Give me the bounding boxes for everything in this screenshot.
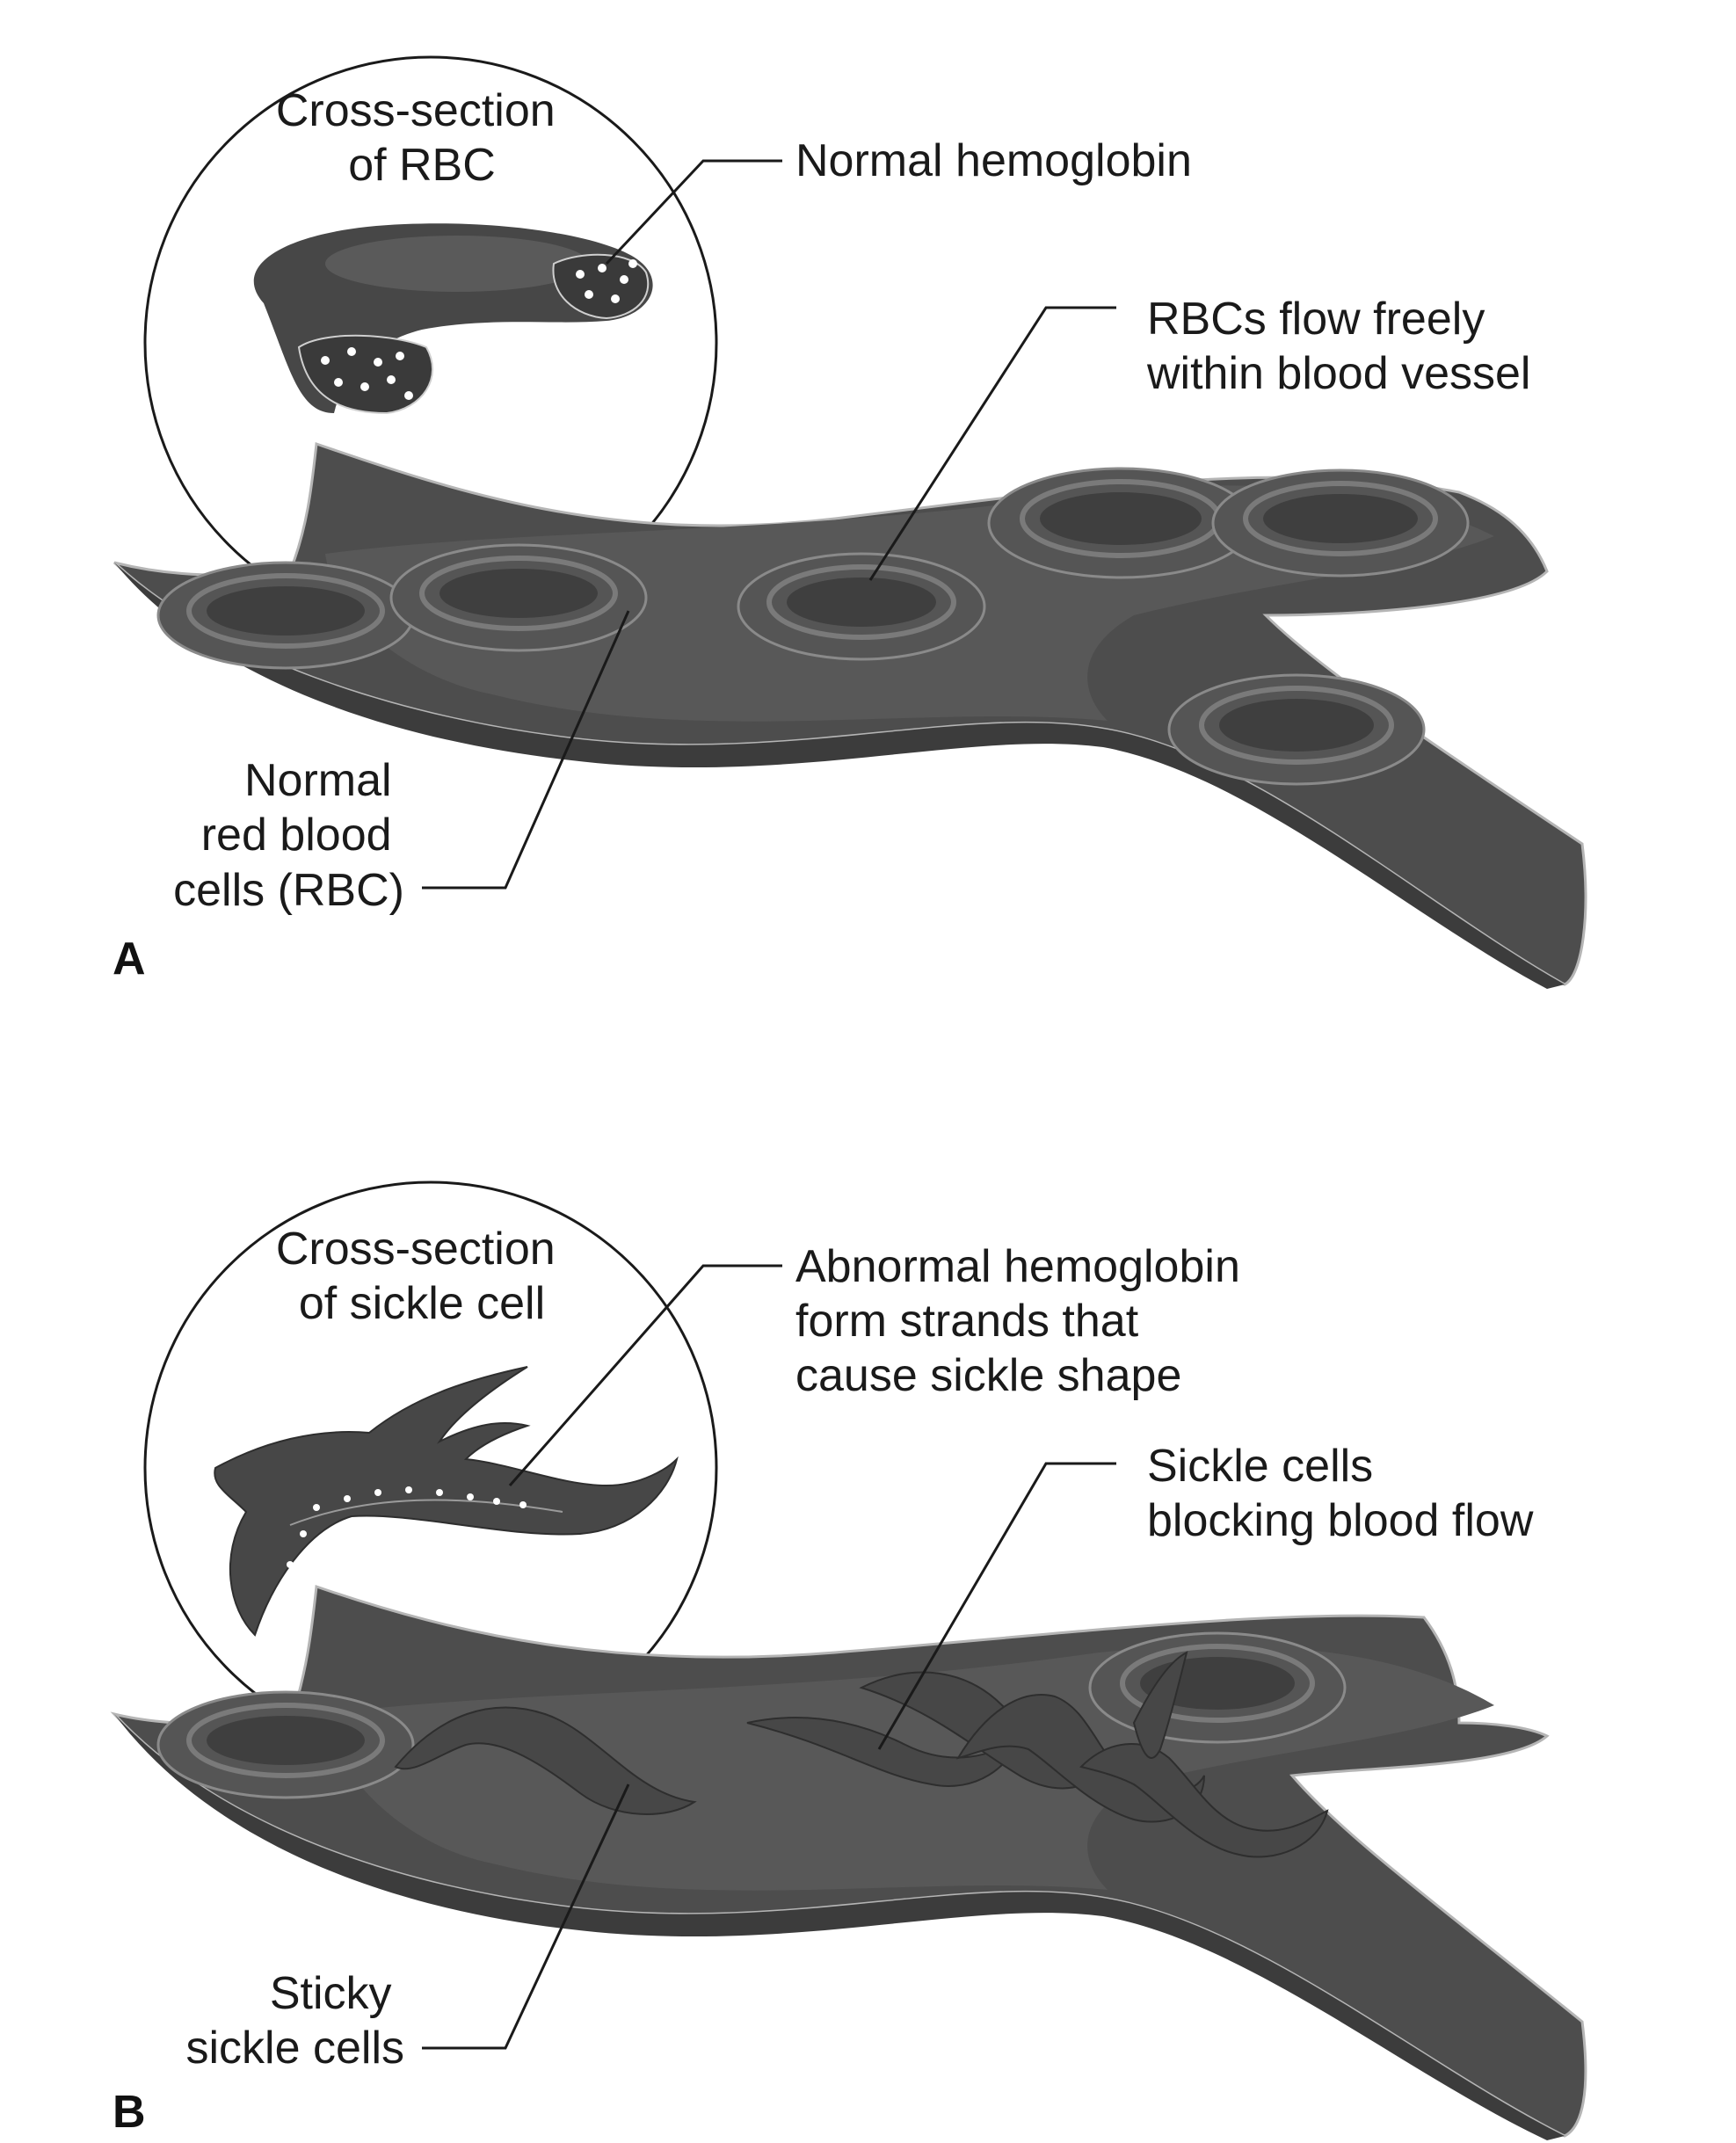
rbc bbox=[737, 552, 986, 661]
label-line: cause sickle shape bbox=[795, 1350, 1181, 1401]
callout-title-line: Cross-section bbox=[276, 1224, 556, 1275]
label-normal-hemoglobin: Normal hemoglobin bbox=[795, 135, 1192, 186]
callout-title-line: of RBC bbox=[348, 140, 496, 191]
callout-title-line: of sickle cell bbox=[299, 1278, 545, 1329]
rbc bbox=[156, 561, 415, 670]
panel-a-rbc-cross-section bbox=[253, 223, 653, 415]
panel-b-letter: B bbox=[113, 2087, 146, 2138]
panel-b: Cross-section of sickle cell Abnormal he… bbox=[110, 1180, 1587, 2140]
label-line: Normal bbox=[244, 755, 392, 806]
abnormal-hemoglobin-strand-dots bbox=[287, 1486, 527, 1568]
rbc bbox=[1167, 673, 1426, 786]
label-sticky-sickle-cells: Sticky sickle cells bbox=[186, 1968, 405, 2074]
panel-b-cells bbox=[156, 1631, 1347, 1858]
rbc bbox=[1211, 469, 1470, 578]
label-line: form strands that bbox=[795, 1296, 1139, 1347]
label-line: sickle cells bbox=[186, 2023, 405, 2074]
normal-hemoglobin-dots bbox=[321, 259, 637, 400]
panel-a-leader-lines bbox=[422, 159, 1116, 890]
panel-b-leader-lines bbox=[422, 1264, 1116, 2050]
label-line: blocking blood flow bbox=[1147, 1495, 1534, 1546]
sickle-cell bbox=[394, 1706, 697, 1815]
label-line: cells (RBC) bbox=[173, 865, 404, 916]
label-normal-rbc: Normal red blood cells (RBC) bbox=[173, 755, 404, 916]
rbc bbox=[156, 1690, 415, 1799]
label-line: Sticky bbox=[270, 1968, 392, 2019]
rbc bbox=[987, 467, 1254, 579]
panel-a-red-blood-cells bbox=[156, 467, 1470, 786]
sickle-cell bbox=[1079, 1743, 1329, 1858]
sickle-cell bbox=[1132, 1651, 1188, 1759]
label-abnormal-hemoglobin: Abnormal hemoglobin form strands that ca… bbox=[795, 1241, 1253, 1401]
panel-a-callout-title: Cross-section of RBC bbox=[276, 85, 568, 191]
label-sickle-blocking: Sickle cells blocking blood flow bbox=[1147, 1441, 1534, 1546]
panel-b-callout-title: Cross-section of sickle cell bbox=[276, 1224, 568, 1329]
panel-b-sickle-cross-section bbox=[214, 1366, 679, 1637]
label-line: Abnormal hemoglobin bbox=[795, 1241, 1240, 1292]
panel-a-letter: A bbox=[113, 933, 146, 984]
label-line: Normal hemoglobin bbox=[795, 135, 1192, 186]
label-line: Sickle cells bbox=[1147, 1441, 1373, 1492]
label-line: red blood bbox=[201, 810, 392, 861]
label-line: within blood vessel bbox=[1146, 348, 1530, 399]
callout-title-line: Cross-section bbox=[276, 85, 556, 136]
panel-a: Cross-section of RBC Normal hemoglobin R… bbox=[113, 55, 1587, 989]
rbc bbox=[389, 543, 648, 652]
rbc bbox=[1088, 1631, 1347, 1744]
label-line: RBCs flow freely bbox=[1147, 294, 1485, 345]
label-rbcs-flow-freely: RBCs flow freely within blood vessel bbox=[1146, 294, 1530, 399]
